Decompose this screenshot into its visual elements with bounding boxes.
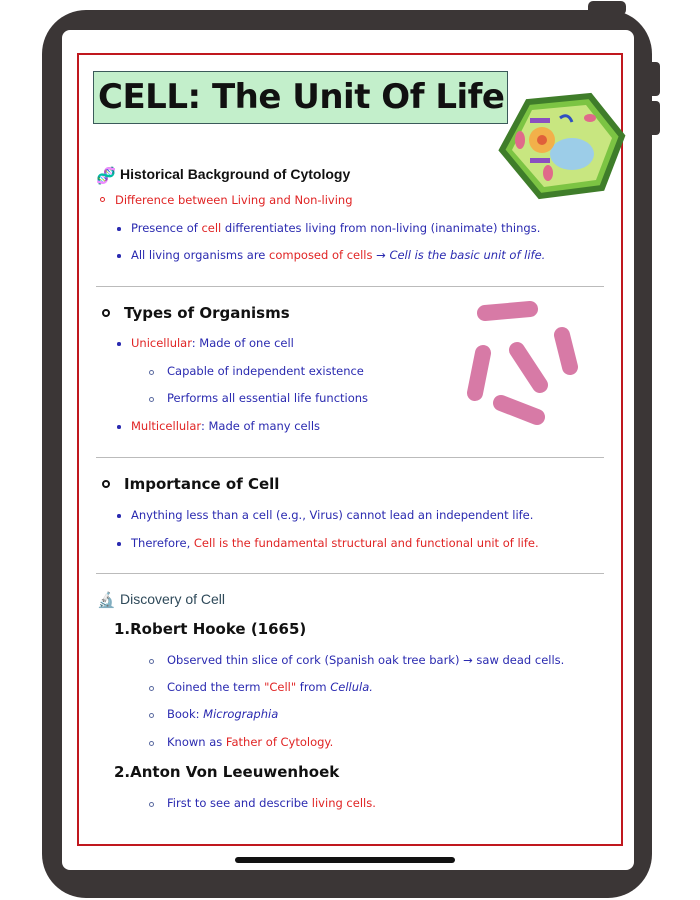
list-item: Capable of independent existence [167, 364, 364, 378]
bullet-icon [149, 370, 154, 375]
list-item: Performs all essential life functions [167, 391, 369, 405]
bullet-icon [117, 425, 121, 429]
bullet-icon [102, 480, 110, 488]
list-item: First to see and describe living cells. [167, 796, 376, 810]
bacteria-illustration [467, 301, 578, 425]
microscope-icon: 🔬 [97, 591, 116, 609]
subheading-living-nonliving: Difference between Living and Non-living [115, 193, 353, 207]
page-title: CELL: The Unit Of Life [93, 71, 508, 124]
list-item: All living organisms are composed of cel… [131, 248, 546, 262]
list-item: Anything less than a cell (e.g., Virus) … [131, 508, 534, 522]
bullet-icon [149, 802, 154, 807]
bullet-icon [149, 397, 154, 402]
bullet-icon [100, 197, 105, 202]
divider [96, 573, 604, 574]
bullet-icon [149, 659, 154, 664]
volume-up-button [648, 62, 660, 96]
power-button [588, 1, 626, 15]
section-heading-discovery: Discovery of Cell [120, 591, 226, 607]
divider [96, 286, 604, 287]
bullet-icon [117, 542, 121, 546]
volume-down-button [648, 101, 660, 135]
scientist-heading-hooke: 1.Robert Hooke (1665) [114, 620, 307, 638]
section-heading-importance: Importance of Cell [124, 475, 280, 493]
bullet-icon [117, 342, 121, 346]
bullet-icon [102, 309, 110, 317]
dna-icon: 🧬 [96, 166, 116, 185]
section-heading-history: Historical Background of Cytology [120, 166, 351, 182]
list-item: Therefore, Cell is the fundamental struc… [131, 536, 539, 550]
list-item: Book: Micrographia [167, 707, 279, 721]
list-item: Unicellular: Made of one cell [131, 336, 294, 350]
list-item: Known as Father of Cytology. [167, 735, 334, 749]
list-item: Observed thin slice of cork (Spanish oak… [167, 653, 565, 667]
bullet-icon [149, 686, 154, 691]
bullet-icon [149, 741, 154, 746]
bullet-icon [117, 254, 121, 258]
bullet-icon [117, 514, 121, 518]
list-item: Presence of cell differentiates living f… [131, 221, 541, 235]
bullet-icon [149, 713, 154, 718]
plant-cell-illustration [498, 92, 626, 200]
list-item: Multicellular: Made of many cells [131, 419, 321, 433]
list-item: Coined the term "Cell" from Cellula. [167, 680, 373, 694]
bullet-icon [117, 227, 121, 231]
divider [96, 457, 604, 458]
scientist-heading-leeuwenhoek: 2.Anton Von Leeuwenhoek [114, 763, 340, 781]
section-heading-types: Types of Organisms [124, 304, 290, 322]
home-indicator[interactable] [235, 857, 455, 863]
page-border [77, 53, 623, 846]
